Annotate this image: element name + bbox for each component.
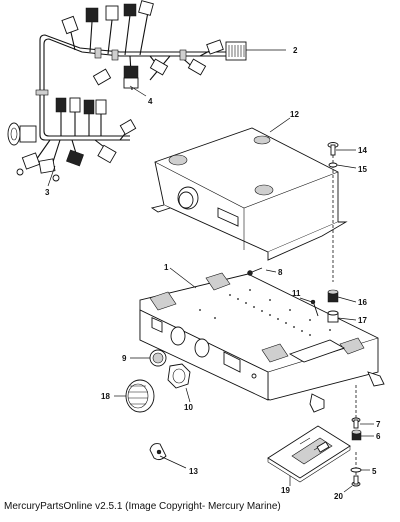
callout-18: 18	[101, 392, 110, 401]
callout-11: 11	[292, 289, 301, 298]
base-tray	[139, 272, 385, 413]
grommet-6	[351, 429, 362, 441]
callout-6: 6	[376, 432, 381, 441]
screw-14	[327, 142, 339, 156]
screw-7	[351, 417, 361, 429]
callout-20: 20	[334, 492, 343, 501]
callout-2: 2	[293, 46, 298, 55]
callout-3: 3	[45, 188, 50, 197]
wiring-harness	[7, 0, 247, 182]
callout-12: 12	[290, 110, 299, 119]
copyright-footer: MercuryPartsOnline v2.5.1 (Image Copyrig…	[4, 501, 281, 512]
module-19	[267, 425, 351, 483]
callout-15: 15	[358, 165, 367, 174]
grommet-9	[149, 349, 167, 367]
screw-8	[247, 267, 263, 276]
clip-13	[149, 443, 167, 461]
enclosure-cover	[150, 127, 348, 261]
callout-13: 13	[189, 467, 198, 476]
callout-4: 4	[148, 97, 153, 106]
grommet-16	[327, 289, 339, 303]
spacer-17	[327, 310, 339, 323]
leader-lines	[47, 49, 374, 493]
callout-labels: 1 2 3 4 5 6 7 8 9 10 11 12 13 14 15 16 1…	[45, 46, 381, 501]
callout-7: 7	[376, 420, 381, 429]
callout-19: 19	[281, 486, 290, 495]
washer-15	[328, 162, 338, 168]
callout-5: 5	[372, 467, 377, 476]
connector-18	[125, 379, 155, 413]
callout-10: 10	[184, 403, 193, 412]
callout-9: 9	[122, 354, 127, 363]
callout-16: 16	[358, 298, 367, 307]
callout-1: 1	[164, 263, 169, 272]
callout-17: 17	[358, 316, 367, 325]
callout-8: 8	[278, 268, 283, 277]
screw-20	[351, 475, 361, 487]
washer-5	[350, 467, 362, 473]
callout-14: 14	[358, 146, 367, 155]
nut-10	[167, 363, 191, 389]
